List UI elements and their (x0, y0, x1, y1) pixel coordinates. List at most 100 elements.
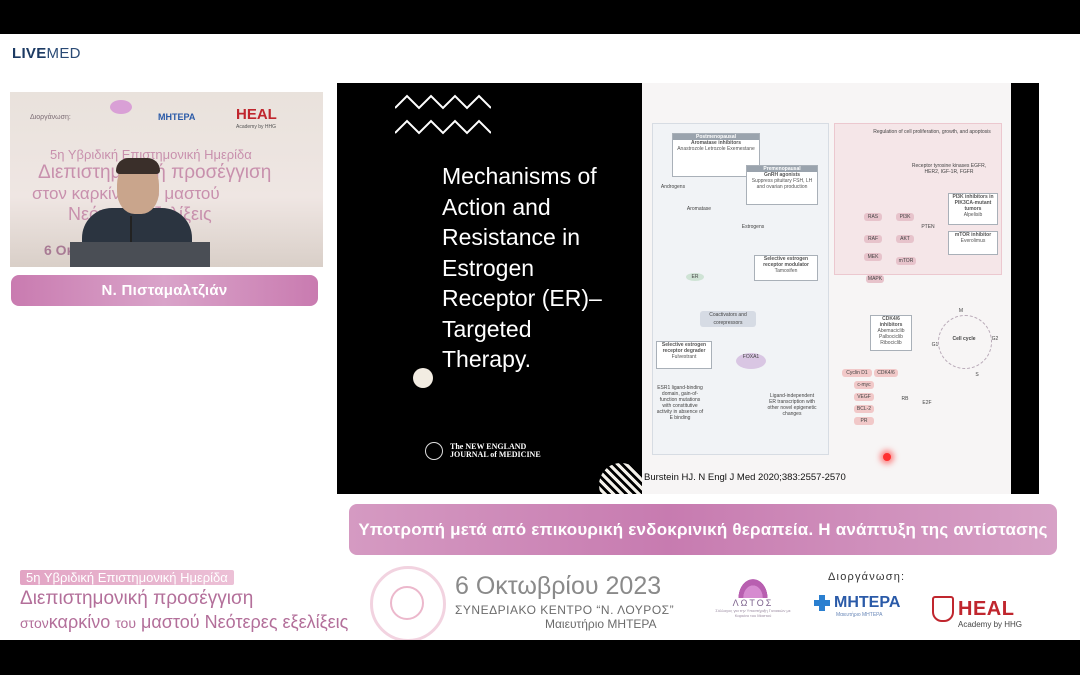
lotus-name: ΛΩΤΟΣ (732, 598, 774, 608)
footer-date: 6 Οκτωβρίου 2023 (455, 572, 662, 600)
video-sponsor-strip: Διοργάνωση: ΜΗΤΕΡΑ HEAL Academy by HHG (30, 98, 313, 136)
figure-citation: Burstein HJ. N Engl J Med 2020;383:2557-… (644, 472, 846, 483)
label-e2f: E2F (922, 400, 932, 406)
lotus-flower-icon (736, 576, 770, 598)
footer-line3-d: μαστού (141, 612, 200, 632)
node-mek: MEK (864, 253, 882, 261)
node-ras: RAS (864, 213, 882, 221)
box-gnrh-desc: Suppress pituitary FSH, LH and ovarian p… (751, 178, 813, 190)
box-serm: Selective estrogen receptor modulator Ta… (754, 255, 818, 281)
label-androgens: Androgens (660, 184, 686, 190)
label-regulation: Regulation of cell proliferation, growth… (873, 129, 991, 135)
slide-title: Mechanisms of Action and Resistance in E… (442, 163, 602, 372)
lotus-logo: ΛΩΤΟΣ Σύλλογος για την Υποστήριξη Γυναικ… (708, 576, 798, 618)
video-sponsor-heal: HEAL (236, 106, 277, 123)
footer-swirl-decoration (370, 566, 446, 640)
microphone (130, 216, 132, 246)
video-sponsor-mitera: ΜΗΤΕΡΑ (158, 112, 196, 122)
box-ai-title: Aromatase inhibitors (690, 140, 741, 146)
footer-line3-b: καρκίνο (48, 612, 111, 632)
footer-organizer-label: Διοργάνωση: (828, 571, 906, 583)
box-pi3k-drug: Alpelisib (963, 212, 983, 218)
node-akt: AKT (896, 235, 914, 243)
box-postmenopausal-header: Postmenopausal (673, 134, 759, 140)
zigzag-decoration-top (395, 94, 491, 110)
livemed-logo: LIVEMED (12, 45, 81, 62)
stream-stage: LIVEMED Διοργάνωση: ΜΗΤΕΡΑ HEAL Academy … (0, 34, 1080, 640)
label-phase-s: S (975, 372, 979, 378)
subtitle-bar: Υποτροπή μετά από επικουρική ενδοκρινική… (349, 504, 1057, 555)
box-premenopausal-header: Premenopausal (747, 166, 817, 172)
mitera-logo: ΜΗΤΕΡΑ (814, 594, 900, 612)
heal-subtitle: Academy by HHG (958, 620, 1023, 629)
mitera-name: ΜΗΤΕΡΑ (834, 594, 901, 611)
node-vegf: VEGF (854, 393, 874, 401)
node-mapk: MAPK (866, 275, 884, 283)
footer-line3-a: στον (20, 615, 49, 631)
cell-cycle-ring (938, 315, 992, 369)
footer-line3: στονκαρκίνο του μαστού Νεότερες εξελίξει… (20, 612, 348, 633)
node-cdk46: CDK4/6 (874, 369, 898, 377)
video-lotus-icon (110, 100, 132, 114)
label-cell-cycle: Cell cycle (952, 336, 976, 342)
box-serm-drug: Tamoxifen (774, 268, 798, 274)
node-bcl2: BCL-2 (854, 405, 874, 413)
node-cmyc: c-myc (854, 381, 874, 389)
node-mtor: mTOR (896, 257, 916, 265)
box-mtor-inhibitor: mTOR inhibitor Everolimus (948, 231, 998, 255)
event-footer: 5η Υβριδική Επιστημονική Ημερίδα Διεπιστ… (0, 564, 1080, 640)
label-phase-g1: G1 (931, 342, 939, 348)
footer-line3-e: Νεότερες εξελίξεις (204, 612, 349, 632)
label-estrogens: Estrogens (741, 224, 765, 230)
node-pi3k: PI3K (896, 213, 914, 221)
box-cdk-drugs: Abemaciclib Palbociclib Ribociclib (877, 328, 905, 346)
box-postmenopausal: Postmenopausal Aromatase inhibitors Anas… (672, 133, 760, 177)
label-pten: PTEN (921, 224, 935, 230)
box-pi3k-title: PI3K inhibitors in PIK3CA-mutant tumors (952, 194, 994, 212)
footer-maternity: Μαιευτήριο ΜΗΤΕΡΑ (545, 617, 657, 631)
node-coactivators: Coactivators and corepressors (700, 311, 756, 327)
box-gnrh-title: GnRH agonists (763, 172, 801, 178)
presentation-slide: Mechanisms of Action and Resistance in E… (337, 83, 1039, 494)
node-er-upper: ER (686, 273, 704, 281)
nejm-seal-icon (425, 442, 443, 460)
mitera-subtitle: Μαιευτήριο ΜΗΤΕΡΑ (836, 612, 883, 618)
podium (70, 242, 210, 267)
label-ligand-independent: Ligand-independent ER transcription with… (767, 393, 817, 417)
box-serd-title: Selective estrogen receptor degrader (661, 342, 707, 354)
heal-logo: HEAL (932, 596, 1014, 622)
video-sponsor-heal-sub: Academy by HHG (236, 124, 277, 130)
speaker-hair (116, 158, 160, 174)
logo-live: LIVE (12, 45, 47, 62)
label-aromatase: Aromatase (686, 206, 712, 212)
footer-line2: Διεπιστημονική προσέγγιση (20, 588, 254, 609)
speaker-video: Διοργάνωση: ΜΗΤΕΡΑ HEAL Academy by HHG 5… (10, 92, 323, 267)
box-serd: Selective estrogen receptor degrader Ful… (656, 341, 712, 369)
box-serd-drug: Fulvestrant (671, 354, 697, 360)
box-pi3k-inhibitors: PI3K inhibitors in PIK3CA-mutant tumors … (948, 193, 998, 225)
nejm-line1: The NEW ENGLAND (450, 442, 527, 451)
cream-dot-decoration (413, 368, 433, 388)
label-rb: RB (901, 396, 909, 402)
label-phase-m: M (958, 308, 964, 314)
lotus-subtitle: Σύλλογος για την Υποστήριξη Γυναικών με … (715, 608, 791, 618)
box-cdk-inhibitors: CDK4/6 inhibitors Abemaciclib Palbocicli… (870, 315, 912, 351)
box-serm-title: Selective estrogen receptor modulator (763, 256, 809, 268)
heal-shield-icon (932, 596, 954, 622)
node-raf: RAF (864, 235, 882, 243)
zigzag-decoration-bottom (395, 119, 491, 135)
mitera-cross-icon (814, 595, 830, 611)
box-mtor-title: mTOR inhibitor (954, 232, 992, 238)
box-ai-drugs: Anastrozole Letrozole Exemestane (677, 146, 755, 152)
node-foxa1: FOXA1 (736, 353, 766, 369)
nejm-line2: JOURNAL of MEDICINE (450, 450, 541, 459)
footer-line3-c: του (115, 615, 136, 631)
box-mtor-drug: Everolimus (960, 238, 986, 244)
label-rtk: Receptor tyrosine kinases EGFR, HER2, IG… (911, 163, 987, 175)
logo-med: MED (46, 45, 81, 62)
node-pr: PR (854, 417, 874, 425)
pathway-figure: Postmenopausal Aromatase inhibitors Anas… (642, 83, 1011, 494)
footer-venue: ΣΥΝΕΔΡΙΑΚΟ ΚΕΝΤΡΟ “Ν. ΛΟΥΡΟΣ” (455, 603, 675, 617)
nejm-logo: The NEW ENGLAND JOURNAL of MEDICINE (425, 442, 541, 460)
label-esr1: ESR1 ligand-binding domain, gain-of-func… (656, 385, 704, 421)
